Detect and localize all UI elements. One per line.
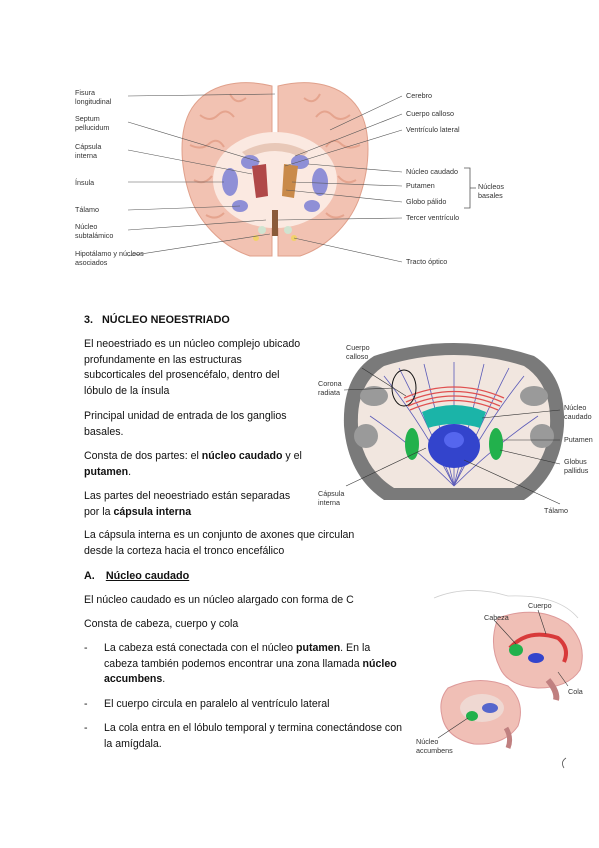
label-tercer-ventriculo: Tercer ventrículo <box>406 213 460 222</box>
label-capsula-interna-2: Cápsula interna <box>318 489 345 507</box>
label-capsula-interna: Cápsula interna <box>75 142 102 160</box>
paragraph-capsula-interna: La cápsula interna es un conjunto de axo… <box>84 529 355 557</box>
label-putamen-2: Putamen <box>564 435 593 444</box>
label-nucleos-basales: Núcleos basales <box>478 182 504 200</box>
list-item-text: La cabeza está conectada con el núcleo p… <box>104 641 404 688</box>
putamen-right-green <box>489 428 503 460</box>
text-segment: y el <box>282 450 302 462</box>
label-globo-palido: Globo pálido <box>406 197 447 206</box>
label-nucleo-accumbens: Núcleo accumbens <box>416 737 453 755</box>
corpus-callosum <box>242 143 308 158</box>
label-cola: Cola <box>568 687 583 696</box>
text-segment: . <box>162 673 166 685</box>
paragraph-cabeza-cuerpo-cola: Consta de cabeza, cuerpo y cola <box>84 618 239 630</box>
text-segment: Las partes del neoestriado están separad… <box>84 490 291 518</box>
bold-putamen-2: putamen <box>296 642 341 654</box>
putamen-left <box>252 164 268 198</box>
text-segment: La cabeza está conectada con el núcleo <box>104 642 297 654</box>
thalamus-right <box>304 200 320 212</box>
label-globus-pallidus: Globus pallidus <box>564 457 589 475</box>
insula-right <box>312 168 328 196</box>
list-dash: - <box>84 642 88 654</box>
label-ventriculo-lateral: Ventrículo lateral <box>406 125 460 134</box>
paragraph-neoestriado-intro: El neoestriado es un núcleo complejo ubi… <box>84 338 301 397</box>
paragraph-forma-c: El núcleo caudado es un núcleo alargado … <box>84 594 354 606</box>
bold-nucleo-caudado: núcleo caudado <box>201 450 283 462</box>
caudate-left <box>241 155 259 169</box>
section-heading-nucleo-caudado: A. Núcleo caudado <box>84 569 189 585</box>
label-cabeza: Cabeza <box>484 613 509 622</box>
upper-brain <box>493 611 583 689</box>
text-segment: . <box>128 465 132 478</box>
neoestriado-illustration <box>343 343 565 505</box>
text-segment: . En la cabeza también podemos encontrar… <box>104 642 371 670</box>
putamen-right <box>282 164 298 198</box>
label-septum-pellucidum: Septum pellucidum <box>75 114 110 132</box>
paragraph-partes-separadas: Las partes del neoestriado están separad… <box>84 489 306 520</box>
figure-neoestriado: Cuerpo calloso Corona radiata Cápsula in… <box>314 336 594 516</box>
label-tracto-optico: Tracto óptico <box>406 257 448 266</box>
label-cuerpo: Cuerpo <box>528 601 552 610</box>
bold-nucleo-accumbens: núcleo accumbens <box>104 657 397 686</box>
label-talamo-2: Tálamo <box>544 506 568 515</box>
list-item-text: La cola entra en el lóbulo temporal y te… <box>104 722 402 750</box>
bold-putamen: putamen <box>84 465 129 478</box>
list-dash: - <box>84 722 88 734</box>
label-hipotalamo: Hipotálamo y núcleos asociados <box>75 249 144 267</box>
label-cuerpo-calloso: Cuerpo calloso <box>406 109 454 118</box>
caudate-right <box>291 155 309 169</box>
paragraph-consta-partes: Consta de dos partes: el núcleo caudado … <box>84 449 306 480</box>
heading-prefix: A. <box>84 570 95 582</box>
label-insula: Ínsula <box>75 178 95 187</box>
third-ventricle <box>272 210 278 236</box>
caudate-3d-illustration <box>433 590 583 769</box>
caudate-teal <box>422 405 486 428</box>
label-putamen: Putamen <box>406 181 435 190</box>
basal-nuclei-bracket <box>464 167 476 209</box>
label-nucleo-subtalamico: Núcleo subtalámico <box>75 222 114 240</box>
figure-caudate-3d: Cuerpo Cabeza Cola Núcleo accumbens <box>408 588 594 778</box>
label-nucleo-caudado-2: Núcleo caudado <box>564 403 592 421</box>
label-cerebro: Cerebro <box>406 91 432 100</box>
figure-coronal-section: Fisura longitudinal Septum pellucidum Cá… <box>75 70 520 280</box>
bold-capsula-interna: cápsula interna <box>113 505 192 518</box>
label-talamo: Tálamo <box>75 205 99 214</box>
coronal-brain-illustration <box>127 82 476 263</box>
insula-left <box>222 168 238 196</box>
heading-text: Núcleo caudado <box>105 570 190 582</box>
label-corona-radiata: Corona radiata <box>318 379 342 397</box>
label-fisura-longitudinal: Fisura longitudinal <box>75 88 112 106</box>
paragraph-principal-unidad: Principal unidad de entrada de los gangl… <box>84 410 287 438</box>
label-nucleo-caudado: Núcleo caudado <box>406 167 458 176</box>
putamen-left-green <box>405 428 419 460</box>
text-segment: Consta de dos partes: el <box>84 450 202 462</box>
label-cuerpo-calloso-2: Cuerpo calloso <box>346 343 370 361</box>
section-heading-neoestriado: 3. NÚCLEO NEOESTRIADO <box>84 314 230 326</box>
list-item-text: El cuerpo circula en paralelo al ventríc… <box>104 698 330 710</box>
list-dash: - <box>84 698 88 710</box>
